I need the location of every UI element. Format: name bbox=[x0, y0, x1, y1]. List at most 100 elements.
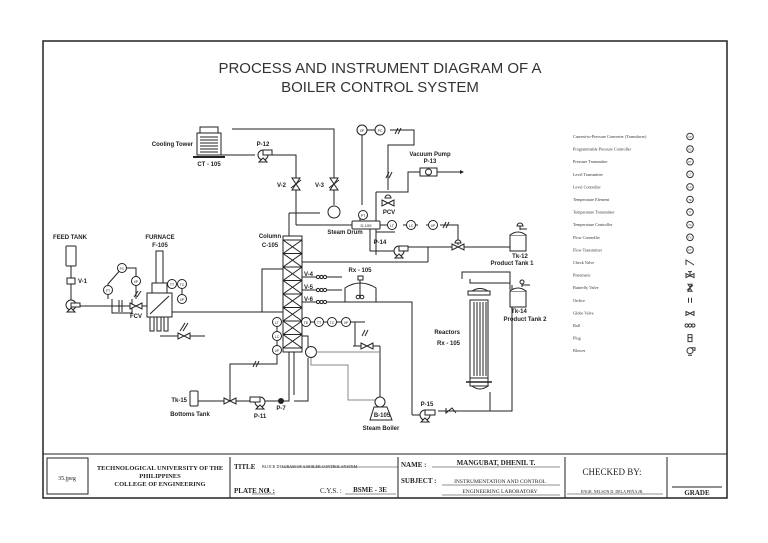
file-label: 35.jpeg bbox=[58, 476, 76, 482]
valve-v1-label: V-1 bbox=[78, 279, 88, 285]
cys-value: BSME - 3E bbox=[353, 486, 387, 494]
checked-by-value: ENGR. NELSON D. DELA PEÑA JR. bbox=[581, 489, 643, 494]
legend-row: Programmable Pressure Controller PC bbox=[573, 145, 694, 153]
legend-row: Butterfly Valve bbox=[573, 283, 694, 292]
title-field-label: TITLE bbox=[234, 463, 256, 471]
legend-row: Globe Valve bbox=[573, 310, 695, 317]
svg-text:LC: LC bbox=[275, 335, 280, 339]
legend-symbol-plug-valve-icon bbox=[687, 334, 693, 343]
pump-p14 bbox=[393, 245, 409, 259]
legend-label: Current-to-Pressure Converter (Transduce… bbox=[573, 134, 647, 139]
distillation-column bbox=[282, 235, 303, 353]
column-tag: C-105 bbox=[262, 243, 279, 249]
legend-symbol-tt-icon: TT bbox=[686, 208, 694, 216]
legend-label: Ball bbox=[573, 323, 581, 328]
instrument-ip-column: I/P bbox=[272, 345, 282, 355]
svg-text:TC: TC bbox=[180, 283, 185, 287]
heat-exchanger-top bbox=[327, 205, 341, 219]
reactors-rx105-bundle bbox=[466, 288, 492, 390]
column-packing-cross bbox=[282, 239, 303, 254]
svg-text:I/P: I/P bbox=[134, 280, 139, 284]
cooling-tower bbox=[193, 126, 225, 158]
svg-text:LT: LT bbox=[689, 173, 692, 177]
valve-v4-label: V-4 bbox=[304, 272, 314, 278]
svg-text:TC: TC bbox=[330, 321, 335, 325]
school-line2: PHILIPPINES bbox=[139, 473, 181, 480]
legend-label: Orifice bbox=[573, 298, 585, 303]
legend-symbol-i-p-icon: I/P bbox=[686, 132, 694, 141]
instrument-tc-furnace: TC bbox=[177, 279, 187, 289]
valve-v6-label: V-6 bbox=[304, 297, 314, 303]
svg-text:LC: LC bbox=[688, 185, 691, 189]
cooling-tower-tag: CT - 105 bbox=[197, 162, 221, 168]
instrument-ft-feed: FT bbox=[103, 285, 113, 295]
legend-label: Programmable Pressure Controller bbox=[573, 147, 632, 152]
svg-text:TE: TE bbox=[304, 321, 309, 325]
valve-pcv-label: PCV bbox=[383, 210, 395, 216]
legend-symbol-globe-valve-icon bbox=[685, 310, 695, 317]
pump-p11-label: P-11 bbox=[254, 414, 267, 420]
svg-text:FT: FT bbox=[106, 289, 111, 293]
column-packing-cross bbox=[282, 280, 303, 295]
pump-p12 bbox=[257, 149, 273, 163]
legend-label: Flow Transmitter bbox=[573, 247, 603, 252]
legend-label: Plug bbox=[573, 336, 582, 341]
checked-by-label: CHECKED BY: bbox=[583, 467, 642, 477]
legend-symbol-pt-icon: PT bbox=[686, 157, 694, 166]
svg-text:LC: LC bbox=[409, 224, 414, 228]
valve-fcv-label: FCV bbox=[130, 314, 142, 320]
pump-p15 bbox=[419, 409, 436, 423]
column-packing-cross bbox=[282, 266, 303, 281]
legend-symbol-check-valve-icon bbox=[685, 259, 695, 266]
symbol-legend: Current-to-Pressure Converter (Transduce… bbox=[573, 132, 696, 356]
legend-row: Blower bbox=[573, 347, 696, 356]
furnace bbox=[146, 250, 173, 332]
bottoms-tank-label: Bottoms Tank bbox=[170, 412, 210, 418]
column-label: Column bbox=[259, 234, 282, 240]
svg-text:PC: PC bbox=[688, 147, 692, 151]
legend-row: Check Valve bbox=[573, 259, 695, 266]
check-valve-p15 bbox=[445, 407, 457, 415]
feed-tank-label: FEED TANK bbox=[53, 235, 88, 241]
legend-label: Pneumatic bbox=[573, 273, 591, 278]
valve-v2-label: V-2 bbox=[277, 183, 287, 189]
legend-label: Flow Controller bbox=[573, 235, 600, 240]
svg-text:TT: TT bbox=[170, 283, 175, 287]
flow-arrow bbox=[460, 170, 464, 174]
legend-symbol-pc-icon: PC bbox=[686, 145, 694, 153]
bottoms-tank bbox=[189, 390, 199, 407]
legend-row: Ball bbox=[573, 323, 696, 328]
vacuum-pump bbox=[419, 167, 438, 177]
legend-label: Level Controller bbox=[573, 184, 601, 189]
instrument-lt-column: LT bbox=[272, 317, 282, 327]
feed-tank bbox=[65, 245, 81, 313]
column-packing-cross bbox=[282, 293, 303, 308]
plate-no-label: PLATE NO. : bbox=[234, 487, 275, 495]
reactor-rx105 bbox=[344, 275, 377, 303]
grade-label: GRADE bbox=[684, 489, 710, 497]
svg-text:FT: FT bbox=[688, 248, 692, 252]
svg-text:TT: TT bbox=[317, 321, 322, 325]
svg-text:I/P: I/P bbox=[344, 321, 349, 325]
product-tank-1 bbox=[509, 222, 527, 252]
product-tank-1-tag: Tk-12 bbox=[512, 254, 528, 260]
instrument-pc-top: PC bbox=[374, 124, 386, 136]
valve-v3 bbox=[328, 177, 340, 191]
legend-row: Pneumatic bbox=[573, 271, 695, 279]
instrument-lc-drum: LC bbox=[406, 220, 416, 230]
steam-drum-label: Steam Drum bbox=[327, 230, 362, 236]
control-valve-drum bbox=[451, 239, 465, 251]
steam-line bbox=[310, 358, 380, 401]
legend-symbol-lt-icon: LT bbox=[686, 170, 694, 179]
column-packing-cross bbox=[282, 320, 303, 335]
name-label: NAME : bbox=[401, 461, 426, 469]
svg-text:TT: TT bbox=[688, 210, 692, 214]
reactor-rx105-label: Rx - 105 bbox=[348, 268, 372, 274]
legend-label: Level Transmitter bbox=[573, 172, 603, 177]
subject-line2: ENGINEERING LABORATORY bbox=[462, 489, 537, 495]
steam-boiler-tag: B-105 bbox=[374, 413, 391, 419]
svg-text:PC: PC bbox=[378, 129, 383, 133]
valve-pcv bbox=[381, 194, 395, 207]
